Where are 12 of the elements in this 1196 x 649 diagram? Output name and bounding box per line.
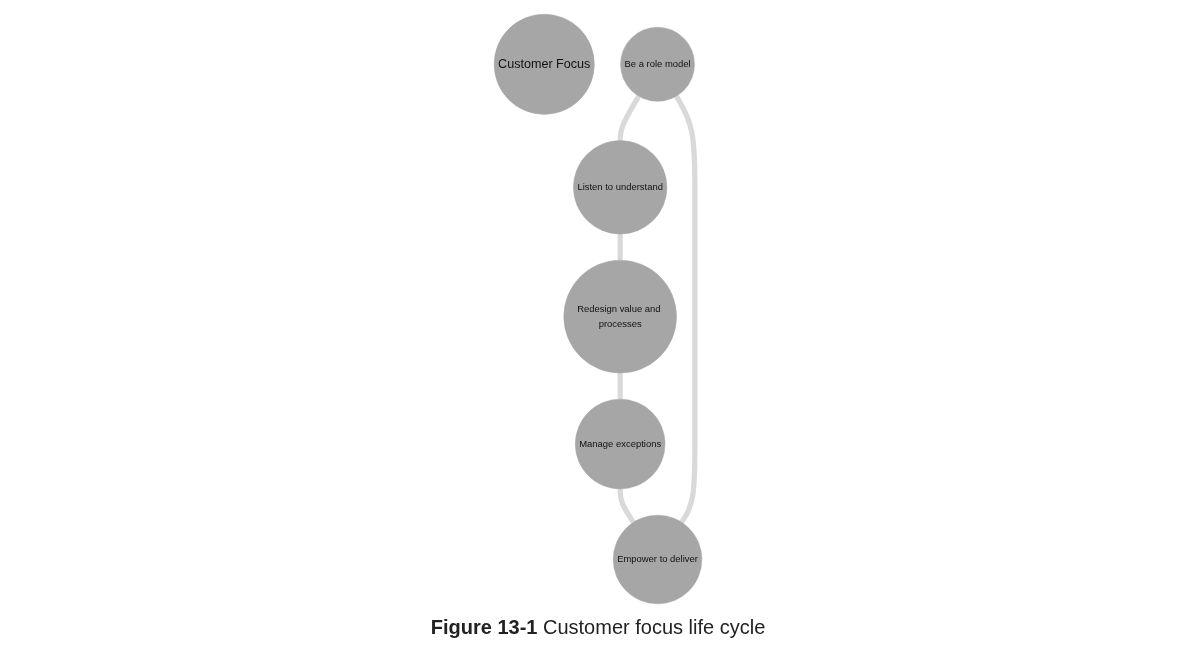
node-circle: Manage exceptions: [575, 398, 666, 490]
node-circle: Empower to deliver: [612, 514, 703, 605]
node-circle: Customer Focus: [493, 13, 595, 115]
connector: [617, 372, 623, 400]
node-circle: Redesign value and processes: [563, 259, 677, 374]
connector: [617, 233, 623, 261]
figure-caption: Figure 13-1 Customer focus life cycle: [430, 616, 766, 639]
node-circle: Listen to understand: [573, 140, 668, 235]
connector: [674, 94, 698, 524]
connector: [617, 488, 636, 524]
connector: [617, 94, 641, 142]
node-circle: Be a role model: [620, 27, 695, 102]
